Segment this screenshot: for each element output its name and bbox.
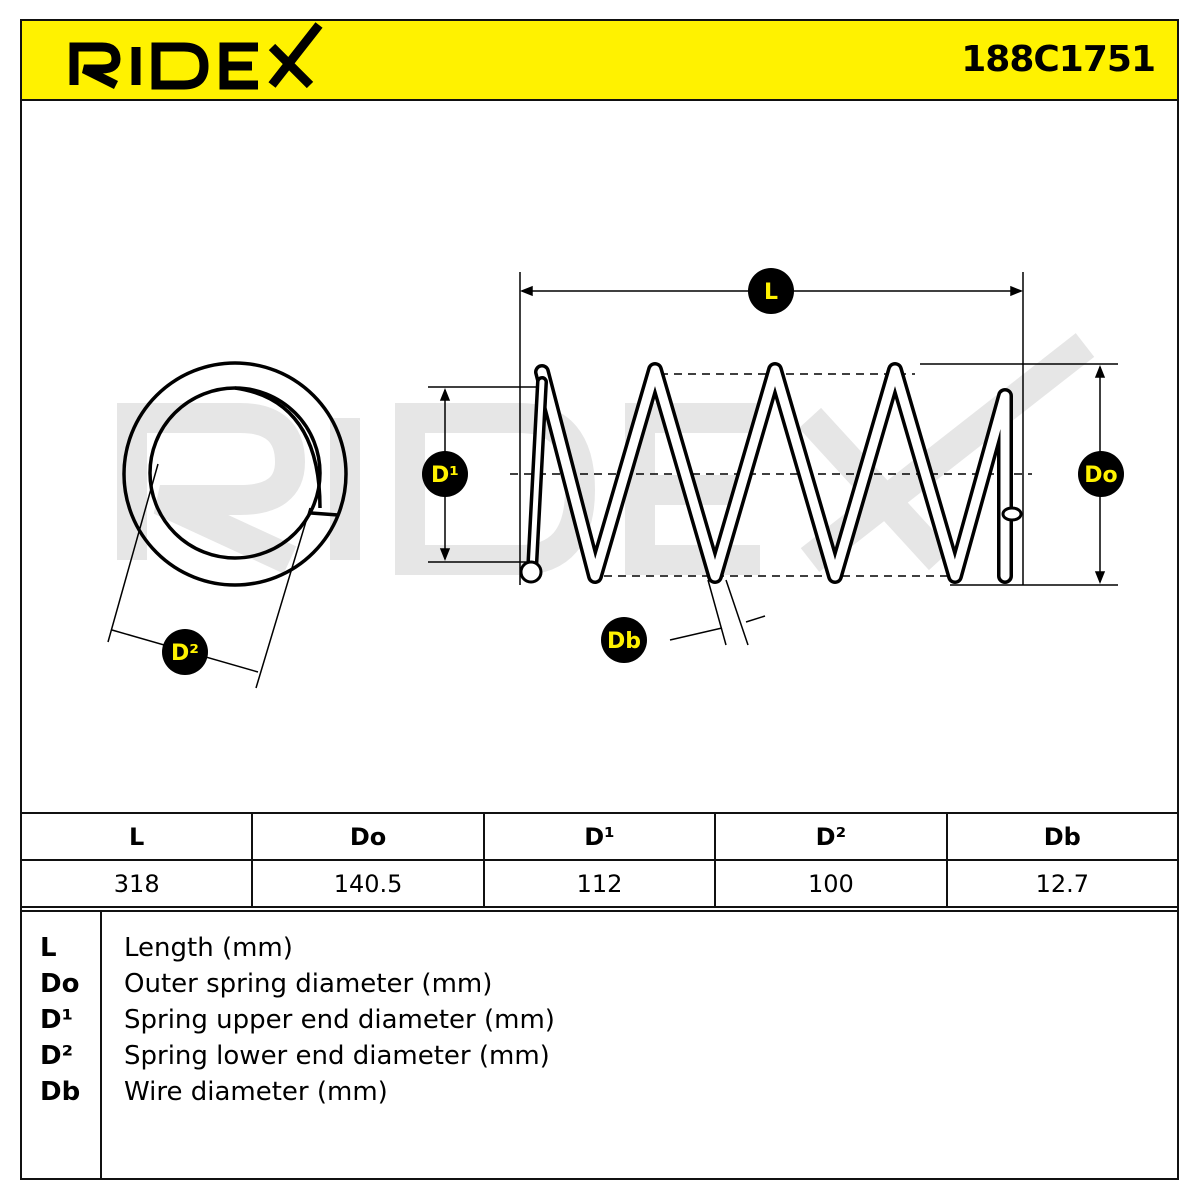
header-bar: 188C1751	[20, 19, 1179, 101]
table-header-cell: D¹	[482, 812, 717, 861]
label-db: Db	[601, 617, 647, 663]
table-header-cell: D²	[714, 812, 948, 861]
label-d1-text: D¹	[431, 463, 459, 488]
legend-key: D²	[40, 1041, 73, 1071]
legend-key: Do	[40, 969, 80, 999]
table-value-cell: 140.5	[251, 859, 485, 908]
table-value-cell: 112	[482, 859, 717, 908]
brand-logo	[44, 21, 334, 105]
legend-desc: Spring lower end diameter (mm)	[124, 1041, 550, 1071]
legend-descriptions: Length (mm) Outer spring diameter (mm) S…	[124, 932, 555, 1112]
part-number: 188C1751	[961, 39, 1156, 80]
table-value-cell: 12.7	[945, 859, 1180, 908]
label-d2: D²	[162, 629, 208, 675]
legend-desc: Outer spring diameter (mm)	[124, 969, 493, 999]
legend-desc: Wire diameter (mm)	[124, 1077, 388, 1107]
spring-diagram: L D¹ Do D² Db	[20, 100, 1179, 814]
spring-coil	[519, 362, 1023, 584]
label-do: Do	[1078, 451, 1124, 497]
legend-key: Db	[40, 1077, 81, 1107]
table-header-cell: L	[19, 812, 254, 861]
table-value-cell: 318	[19, 859, 254, 908]
label-l: L	[748, 268, 794, 314]
legend-keys: L Do D¹ D² Db	[40, 932, 80, 1112]
legend-desc: Length (mm)	[124, 933, 293, 963]
label-db-text: Db	[607, 629, 641, 654]
legend-key: D¹	[40, 1005, 73, 1035]
db-dimension	[669, 579, 766, 646]
label-do-text: Do	[1084, 463, 1117, 488]
table-value-cell: 100	[714, 859, 948, 908]
dimensions-table: L Do D¹ D² Db 318 140.5 112 100 12.7	[19, 812, 1180, 908]
legend-divider	[100, 912, 102, 1180]
table-header-cell: Db	[945, 812, 1180, 861]
l-dimension	[519, 272, 1024, 585]
label-d2-text: D²	[171, 641, 199, 666]
table-header-cell: Do	[251, 812, 485, 861]
end-view-ring	[122, 361, 348, 587]
legend: L Do D¹ D² Db Length (mm) Outer spring d…	[20, 910, 1179, 1180]
table-header-row: L Do D¹ D² Db	[19, 812, 1180, 861]
legend-key: L	[40, 933, 57, 963]
label-l-text: L	[764, 280, 778, 305]
guide-lines	[510, 373, 1032, 577]
label-d1: D¹	[422, 451, 468, 497]
legend-desc: Spring upper end diameter (mm)	[124, 1005, 555, 1035]
table-row: 318 140.5 112 100 12.7	[19, 859, 1180, 908]
